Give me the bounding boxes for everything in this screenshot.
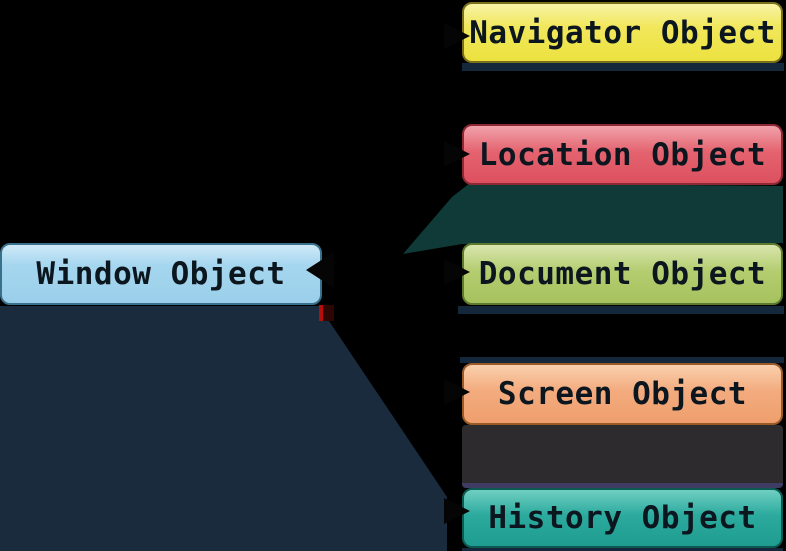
history-shadow-strip xyxy=(462,548,783,551)
hidden-band xyxy=(462,425,783,488)
red-tick xyxy=(319,305,323,321)
navigator-object-label: Navigator Object xyxy=(469,14,776,51)
node-screen-object: Screen Object xyxy=(462,363,783,425)
node-window-object: Window Object xyxy=(0,243,322,305)
navigator-shadow-strip xyxy=(462,63,784,71)
document-object-label: Document Object xyxy=(478,256,767,292)
screen-object-label: Screen Object xyxy=(497,376,748,412)
document-shadow-strip xyxy=(458,306,784,314)
history-object-label: History Object xyxy=(488,500,757,536)
screen-top-shadow-strip xyxy=(460,357,784,363)
window-shadow-connector xyxy=(0,306,447,551)
window-object-label: Window Object xyxy=(36,256,286,292)
node-navigator-object: Navigator Object xyxy=(462,2,783,63)
location-object-label: Location Object xyxy=(478,136,767,173)
node-document-object: Document Object xyxy=(462,243,783,305)
node-location-object: Location Object xyxy=(462,124,783,185)
red-tick-dark xyxy=(322,305,334,321)
node-history-object: History Object xyxy=(462,488,783,548)
